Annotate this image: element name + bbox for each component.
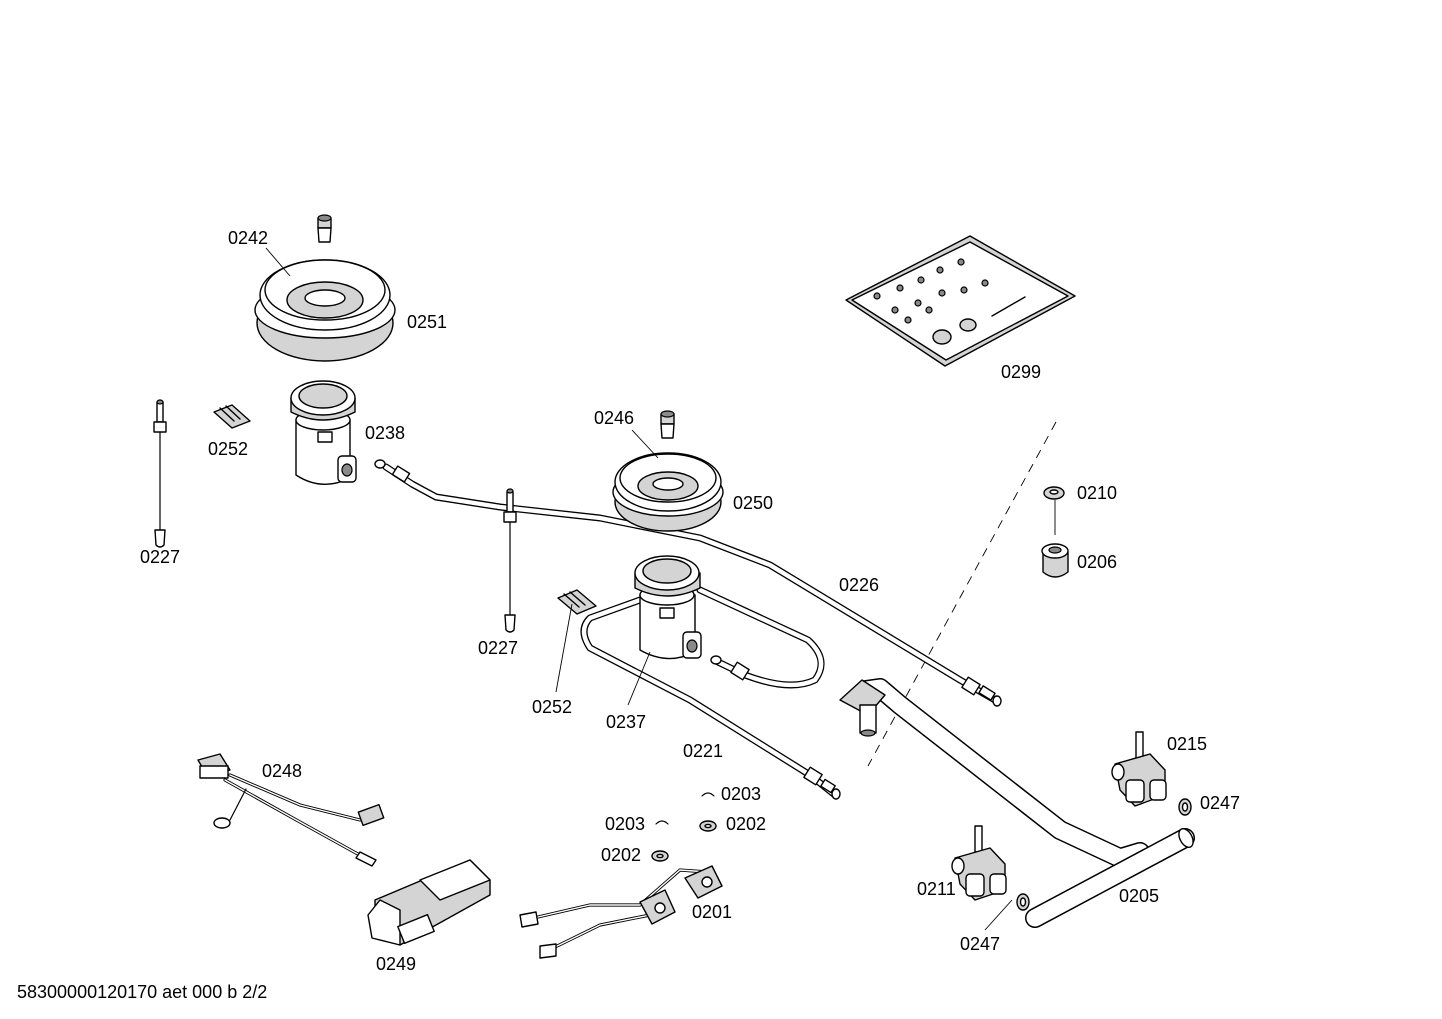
leader-lines [265,247,1013,931]
label-0227-left: 0227 [140,547,180,567]
label-0221: 0221 [683,741,723,761]
label-0249: 0249 [376,954,416,974]
label-0251: 0251 [407,312,447,332]
label-0248: 0248 [262,761,302,781]
clip-0252-center[interactable] [557,589,597,615]
clip-0252-left[interactable] [213,404,251,429]
burner-cap-0251[interactable] [254,259,396,362]
thermocouple-0227-left[interactable] [153,399,167,548]
gas-valve-0215[interactable] [1111,731,1167,807]
label-0203-left: 0203 [605,814,645,834]
label-0210: 0210 [1077,483,1117,503]
washer-0203-left[interactable] [655,820,669,825]
label-0299: 0299 [1001,362,1041,382]
label-0252-left: 0252 [208,439,248,459]
injector-0242[interactable] [317,214,332,243]
label-0205: 0205 [1119,886,1159,906]
gas-tube-0221[interactable] [580,586,841,800]
nut-0206[interactable] [1041,543,1069,578]
washer-0203-top[interactable] [701,792,715,797]
label-0203-top: 0203 [721,784,761,804]
label-0227-center: 0227 [478,638,518,658]
washer-0210[interactable] [1043,486,1065,500]
burner-body-0238[interactable] [290,380,357,485]
washer-0202-left[interactable] [651,850,669,862]
label-0252-center: 0252 [532,697,572,717]
label-0202-left: 0202 [601,845,641,865]
washer-0202-right[interactable] [699,820,717,832]
wiring-harness-0248[interactable] [197,753,385,867]
label-0237: 0237 [606,712,646,732]
label-0226: 0226 [839,575,879,595]
label-0247-right: 0247 [1200,793,1240,813]
label-0247-bottom: 0247 [960,934,1000,954]
gas-valve-0211[interactable] [951,825,1007,901]
spark-generator-0249[interactable] [367,859,491,946]
injector-0246[interactable] [660,410,675,439]
label-0242: 0242 [228,228,268,248]
label-0238: 0238 [365,423,405,443]
label-0215: 0215 [1167,734,1207,754]
label-0211: 0211 [917,879,956,899]
document-code: 58300000120170 aet 000 b 2/2 [17,982,267,1002]
label-0201: 0201 [692,902,732,922]
label-0206: 0206 [1077,552,1117,572]
label-0250: 0250 [733,493,773,513]
gas-tube-0226[interactable] [374,459,1002,707]
gas-manifold-0205[interactable] [839,678,1196,928]
gasket-0247-bottom[interactable] [1016,893,1030,911]
label-0202-right: 0202 [726,814,766,834]
burner-cap-0250[interactable] [612,452,724,532]
label-0246: 0246 [594,408,634,428]
ignition-switch-0201[interactable] [519,865,723,959]
burner-body-0237[interactable] [634,555,702,660]
gasket-0247-right[interactable] [1178,798,1192,816]
injector-kit-bag-0299[interactable] [845,235,1076,367]
thermocouple-0227-center[interactable] [503,488,517,633]
